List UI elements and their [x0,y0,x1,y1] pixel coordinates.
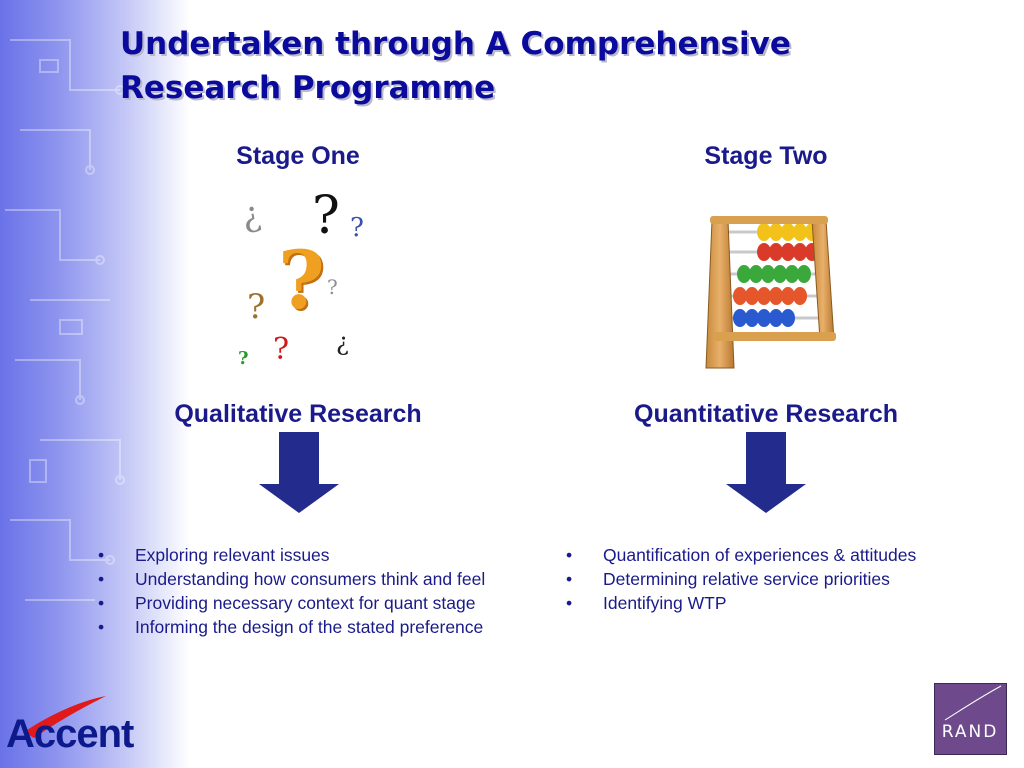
stage-one-bullet-list: Exploring relevant issues Understanding … [92,543,485,639]
question-mark-icon: ? [350,213,364,243]
list-item: Providing necessary context for quant st… [92,591,485,615]
list-item: Exploring relevant issues [92,543,485,567]
quantitative-research-title: Quantitative Research [634,400,898,428]
accent-logo-swoosh-icon [24,696,106,738]
circuit-pattern-icon [5,39,125,601]
slide-title-line-1: Undertaken through A Comprehensive [120,26,791,62]
list-item: Determining relative service priorities [560,567,916,591]
rand-arc-icon [944,685,1002,721]
stage-one-title: Stage One [236,142,360,170]
down-arrow-icon [259,432,339,513]
list-item: Understanding how consumers think and fe… [92,567,485,591]
question-mark-icon: ? [238,348,249,369]
stage-two-title: Stage Two [704,142,828,170]
accent-logo: Accent [6,712,134,756]
question-mark-icon: ? [327,275,338,299]
question-mark-icon: ? [247,287,266,327]
slide-title-line-2: Research Programme [120,70,496,106]
down-arrow-icon [726,432,806,513]
question-mark-icon: ¿ [336,328,349,356]
question-mark-icon: ? [278,233,325,327]
rand-logo [934,683,1007,755]
list-item: Informing the design of the stated prefe… [92,615,485,639]
question-mark-icon: ? [312,186,340,246]
rand-logo-text: RAND [941,722,999,742]
stage-two-bullet-list: Quantification of experiences & attitude… [560,543,916,615]
abacus-illustration [705,216,836,369]
question-mark-icon: ? [273,332,290,367]
list-item: Identifying WTP [560,591,916,615]
decorative-side-band [0,0,190,768]
qualitative-research-title: Qualitative Research [174,400,422,428]
list-item: Quantification of experiences & attitude… [560,543,916,567]
slide-title: Undertaken through A Comprehensive Resea… [120,22,1000,110]
question-mark-icon: ¿ [238,193,264,237]
